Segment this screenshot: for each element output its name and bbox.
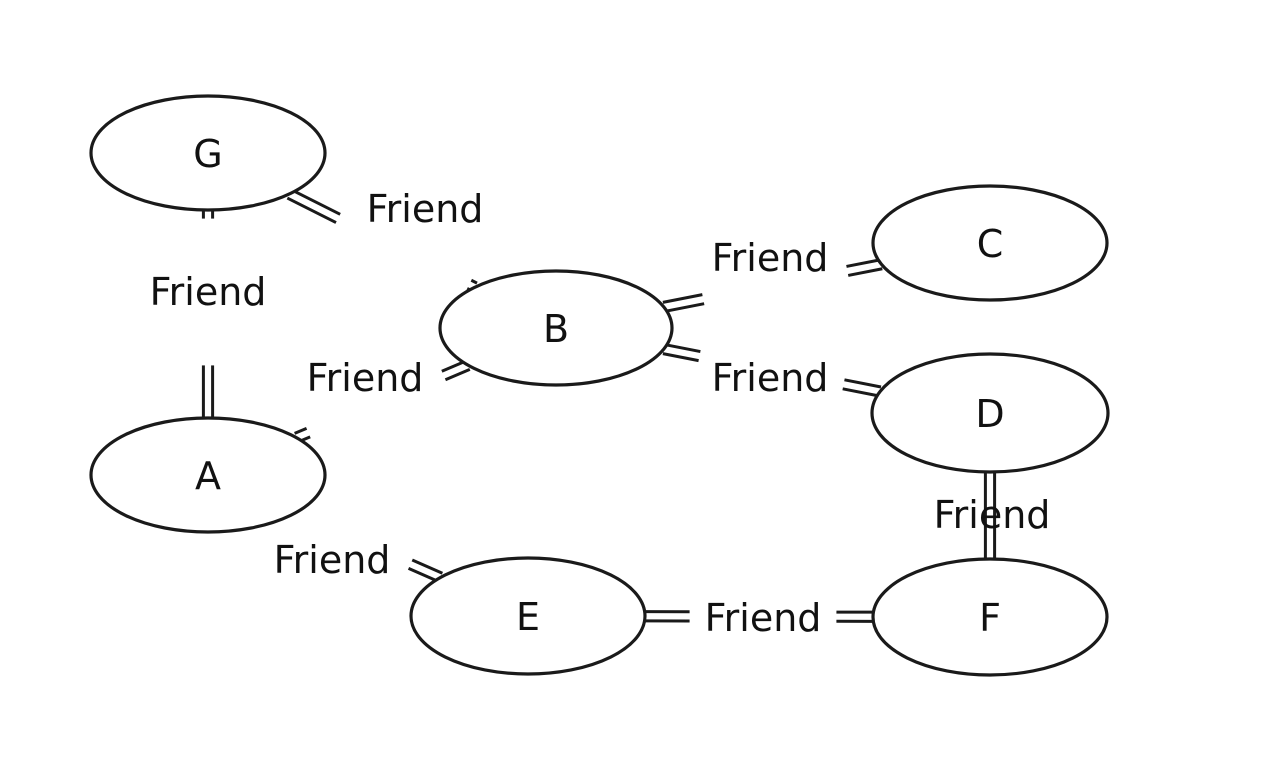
edge-a-e[interactable] — [407, 558, 444, 584]
node-ellipse-d — [870, 352, 1110, 474]
edge-b-c[interactable] — [662, 258, 883, 313]
node-label-b: B — [543, 307, 569, 351]
edge-stroke — [444, 368, 471, 382]
edge-label-b-c: Friend — [712, 236, 829, 280]
node-b[interactable]: B — [438, 269, 674, 387]
node-label-a: A — [195, 454, 221, 498]
edge-d-f[interactable] — [983, 472, 997, 559]
edge-stroke — [662, 293, 703, 304]
edge-label-b-d: Friend — [712, 356, 829, 400]
edge-stroke — [294, 426, 308, 435]
node-ellipse-e — [409, 556, 647, 676]
edge-stroke — [411, 558, 444, 575]
edge-stroke — [842, 387, 880, 398]
node-label-d: D — [975, 392, 1004, 436]
edge-stroke — [290, 188, 341, 216]
node-ellipse-g — [89, 94, 327, 212]
edge-label-a-b: Friend — [307, 356, 424, 400]
node-ellipse-a — [89, 416, 327, 534]
node-f[interactable]: F — [871, 557, 1109, 677]
edge-stroke — [664, 343, 701, 354]
edge-stroke — [286, 196, 337, 224]
edge-b-d[interactable] — [662, 343, 882, 398]
edge-e-f[interactable] — [644, 610, 874, 623]
node-label-g: G — [193, 132, 222, 176]
edge-stroke — [847, 267, 883, 277]
nodes-layer: G B C A D E F — [89, 94, 1110, 677]
node-d[interactable]: D — [870, 352, 1110, 474]
node-a[interactable]: A — [89, 416, 327, 534]
node-g[interactable]: G — [89, 94, 327, 212]
edge-stroke — [664, 302, 705, 313]
edge-g-a[interactable] — [201, 210, 215, 418]
node-ellipse-b — [438, 269, 674, 387]
edge-label-d-f: Friend — [934, 493, 1051, 537]
node-e[interactable]: E — [409, 556, 647, 676]
edge-label-g-a: Friend — [150, 270, 267, 314]
node-label-f: F — [979, 596, 1001, 640]
edge-stroke — [846, 258, 881, 268]
node-ellipse-c — [871, 184, 1109, 302]
edge-label-a-e: Friend — [274, 538, 391, 582]
node-ellipse-f — [871, 557, 1109, 677]
edge-stroke — [662, 352, 699, 363]
edge-stroke — [407, 567, 440, 584]
edge-stroke — [470, 278, 478, 285]
edge-stroke — [844, 378, 882, 389]
edges-layer — [201, 188, 997, 623]
node-label-c: C — [977, 222, 1004, 266]
edge-label-g-b: Friend — [367, 187, 484, 231]
node-c[interactable]: C — [871, 184, 1109, 302]
node-label-e: E — [516, 595, 540, 639]
edge-label-e-f: Friend — [705, 596, 822, 640]
edge-labels-layer: FriendFriendFriendFriendFriendFriendFrie… — [150, 187, 1051, 640]
